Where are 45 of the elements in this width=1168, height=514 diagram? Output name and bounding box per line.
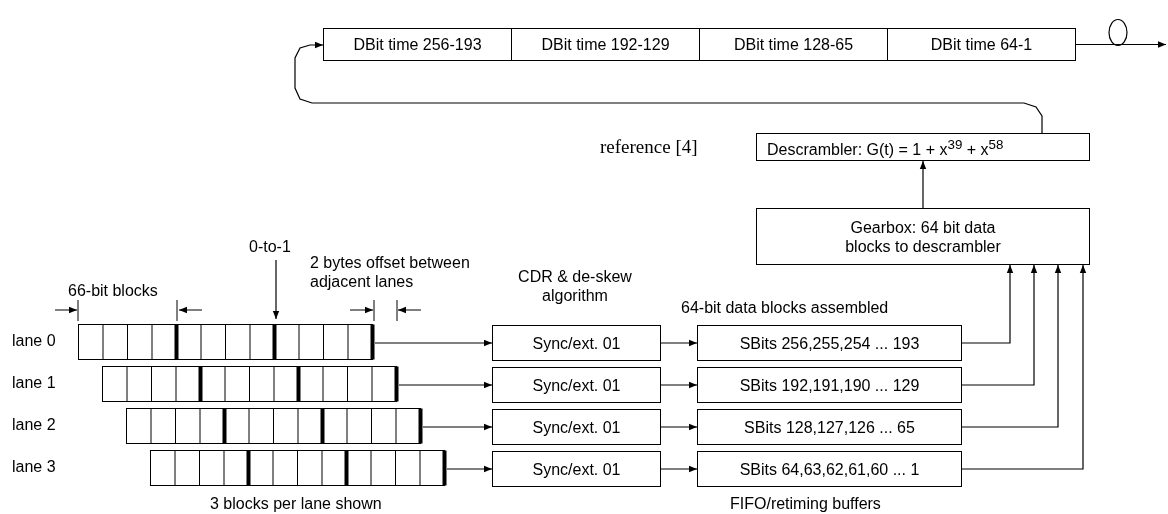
bit-strip: [126, 408, 423, 444]
lane-label: lane 1: [12, 373, 56, 392]
bit-strip: [150, 450, 447, 486]
data-cell: DBit time 192-129: [511, 28, 700, 61]
label-text: 64-bit data blocks assembled: [681, 298, 889, 317]
bit-strip: [78, 324, 375, 360]
data-cell: DBit time 64-1: [887, 28, 1076, 61]
label-text: 0-to-1: [249, 237, 291, 256]
arrow: [422, 423, 493, 431]
lane-label: lane 0: [12, 331, 56, 350]
buffer-box: SBits 192,191,190 ... 129: [697, 367, 962, 403]
lane-label: lane 2: [12, 415, 56, 434]
process-box: Sync/ext. 01: [492, 409, 661, 445]
process-box: Descrambler: G(t) = 1 + x$^{39}$ + x$^{58}$: [756, 133, 1090, 161]
buffer-box: SBits 64,63,62,61,60 ... 1: [697, 451, 962, 487]
caption-text: FIFO/retiming buffers: [730, 494, 881, 513]
lane-label: lane 3: [12, 457, 56, 476]
arrow: [961, 264, 1087, 470]
arrow: [961, 264, 1014, 344]
process-box: Gearbox: 64 bit data blocks to descrambler: [756, 208, 1090, 265]
process-box: Sync/ext. 01: [492, 367, 661, 403]
arrow: [961, 264, 1062, 428]
arrow: [961, 264, 1038, 386]
process-box: Sync/ext. 01: [492, 325, 661, 361]
buffer-box: SBits 256,255,254 ... 193: [697, 325, 962, 361]
data-cell: DBit time 256-193: [323, 28, 512, 61]
buffer-box: SBits 128,127,126 ... 65: [697, 409, 962, 445]
arrow: [660, 465, 698, 473]
data-cell: DBit time 128-65: [699, 28, 888, 61]
label-text: CDR & de-skew algorithm: [517, 267, 633, 305]
arrow: [660, 423, 698, 431]
process-box: Sync/ext. 01: [492, 451, 661, 487]
arrow: [660, 381, 698, 389]
arrow: [919, 160, 927, 209]
label-text: 66-bit blocks: [68, 281, 158, 300]
arrow: [374, 339, 493, 347]
arrow: [294, 41, 1043, 134]
label-text: 2 bytes offset between adjacent lanes: [310, 253, 471, 291]
caption-text: 3 blocks per lane shown: [210, 494, 382, 513]
bit-strip: [102, 366, 399, 402]
reference-label: reference [4]: [600, 137, 698, 156]
arrow: [660, 339, 698, 347]
arrow: [1075, 41, 1167, 48]
arrow: [398, 381, 493, 389]
arrow: [446, 465, 493, 473]
